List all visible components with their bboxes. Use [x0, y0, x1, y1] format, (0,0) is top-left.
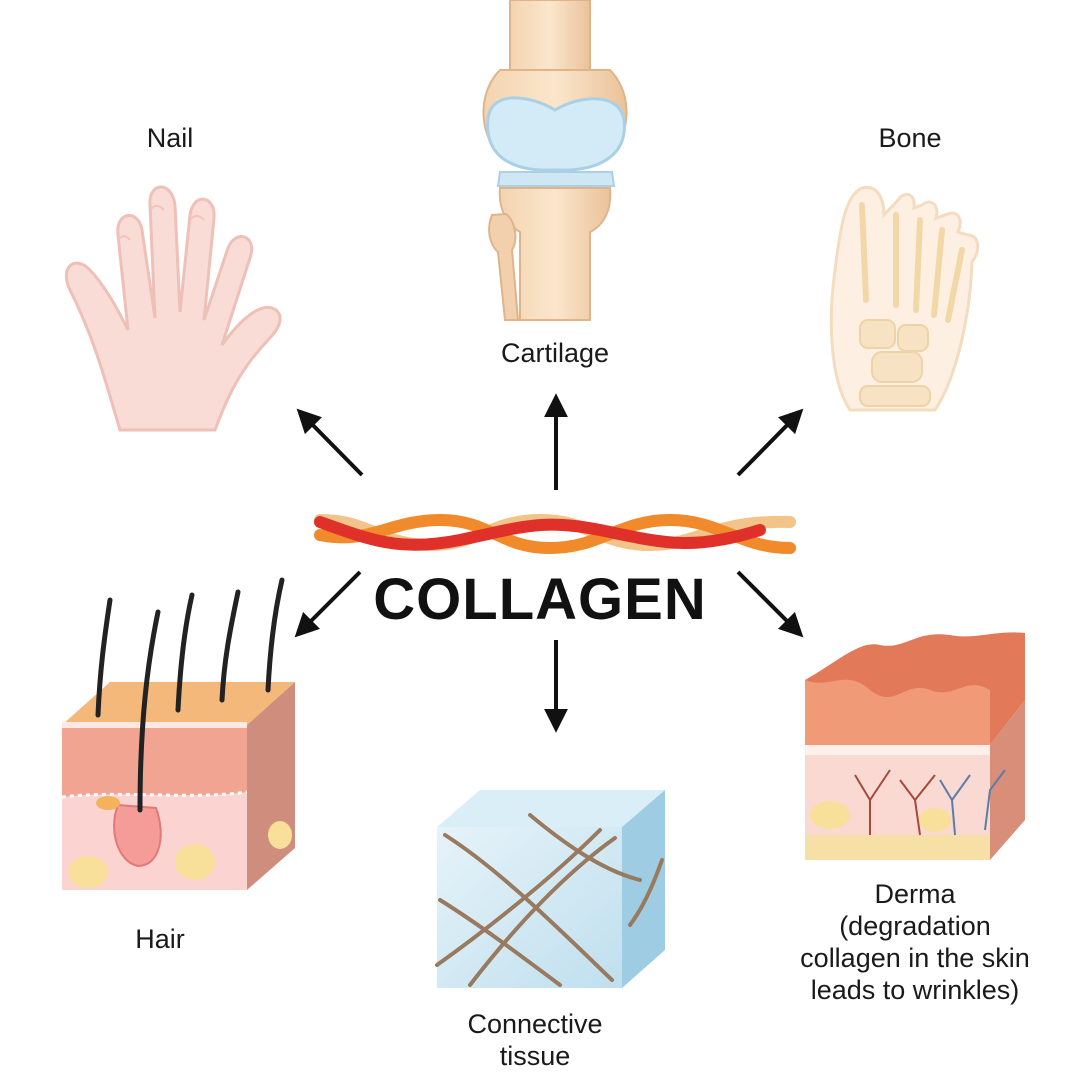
label-derma-line4: leads to wrinkles) — [810, 975, 1020, 1005]
arrow-to-nail — [296, 408, 364, 477]
label-connective-tissue: Connective tissue — [440, 1008, 630, 1072]
label-nail: Nail — [146, 123, 194, 153]
label-derma-line3: collagen in the skin — [800, 943, 1030, 973]
collagen-title: COLLAGEN — [373, 567, 707, 632]
arrow-to-derma — [736, 570, 804, 638]
knee-joint-icon — [482, 0, 628, 321]
arrow-to-bone — [736, 408, 804, 477]
label-bone: Bone — [878, 123, 942, 153]
label-connective-line2: tissue — [499, 1041, 571, 1071]
collagen-fiber-icon — [314, 513, 796, 555]
foot-bone-icon — [829, 185, 980, 412]
hand-icon — [64, 185, 282, 432]
arrow-to-hair — [294, 570, 362, 638]
label-connective-line1: Connective — [467, 1009, 603, 1039]
hair-skin-icon — [61, 577, 295, 890]
label-derma-line2: (degradation — [839, 911, 991, 941]
label-derma-line1: Derma — [874, 879, 956, 909]
derma-skin-icon — [805, 632, 1025, 860]
connective-tissue-cube-icon — [435, 790, 665, 988]
label-cartilage: Cartilage — [500, 338, 610, 368]
label-derma: Derma (degradation collagen in the skin … — [770, 878, 1060, 1006]
label-hair: Hair — [135, 924, 185, 954]
